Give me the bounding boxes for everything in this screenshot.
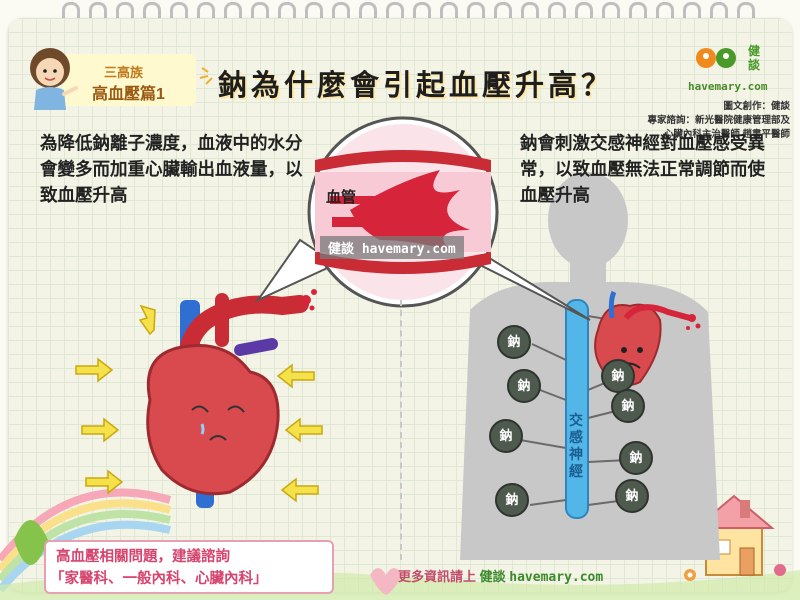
credit-line: 專家諮詢：新光醫院健康管理部及 [647, 115, 790, 126]
credit-block: 圖文創作：健談 專家諮詢：新光醫院健康管理部及 心臟內科主治醫師 趙書平醫師 [620, 100, 790, 142]
more-brand: 健談 [479, 569, 506, 584]
sodium-ion: 鈉 [601, 359, 635, 393]
presenter-avatar-icon [30, 48, 78, 110]
brand-logo-icon [696, 48, 736, 68]
more-url: havemary.com [509, 570, 604, 585]
category-badge: 三高族 高血壓篇1 [22, 44, 196, 112]
brand-site: havemary.com [688, 80, 768, 93]
sparkle-icon [199, 67, 213, 85]
category-label: 三高族 [104, 65, 144, 80]
nerve-label: 交感神經 [569, 412, 583, 479]
left-explanation: 為降低鈉離子濃度，血液中的水分會變多而加重心臟輸出血液量，以致血壓升高 [40, 133, 303, 205]
more-info-link[interactable]: 更多資訊請上 健談 havemary.com [398, 566, 603, 585]
advice-box: 高血壓相關問題，建議諮詢 「家醫科、一般內科、心臟內科」 [44, 540, 334, 594]
sodium-ion: 鈉 [611, 389, 645, 423]
section-divider [400, 300, 402, 560]
sodium-ion: 鈉 [615, 479, 649, 513]
sodium-ion: 鈉 [489, 419, 523, 453]
sodium-ion: 鈉 [619, 441, 653, 475]
watermark: 健談 havemary.com [320, 236, 464, 259]
right-explanation: 鈉會刺激交感神經對血壓感受異常，以致血壓無法正常調節而使血壓升高 [520, 133, 765, 205]
sodium-ion: 鈉 [495, 483, 529, 517]
notebook-rings: (function(){ var r = document.currentScr… [0, 0, 800, 28]
credit-line: 心臟內科主治醫師 趙書平醫師 [663, 129, 790, 140]
brand-logo-text: 健談 [748, 44, 761, 72]
credit-line: 圖文創作：健談 [723, 101, 790, 112]
advice-line-2: 「家醫科、一般內科、心臟內科」 [50, 571, 268, 587]
topic-label: 高血壓篇1 [92, 86, 165, 103]
advice-line-1: 高血壓相關問題，建議諮詢 [56, 549, 230, 565]
vessel-label: 血管 [326, 189, 357, 206]
page-title: 鈉為什麼會引起血壓升高？ [218, 70, 615, 102]
badge-background [62, 54, 196, 106]
sodium-ion: 鈉 [497, 325, 531, 359]
sodium-ion: 鈉 [507, 369, 541, 403]
more-prefix: 更多資訊請上 [398, 569, 477, 584]
